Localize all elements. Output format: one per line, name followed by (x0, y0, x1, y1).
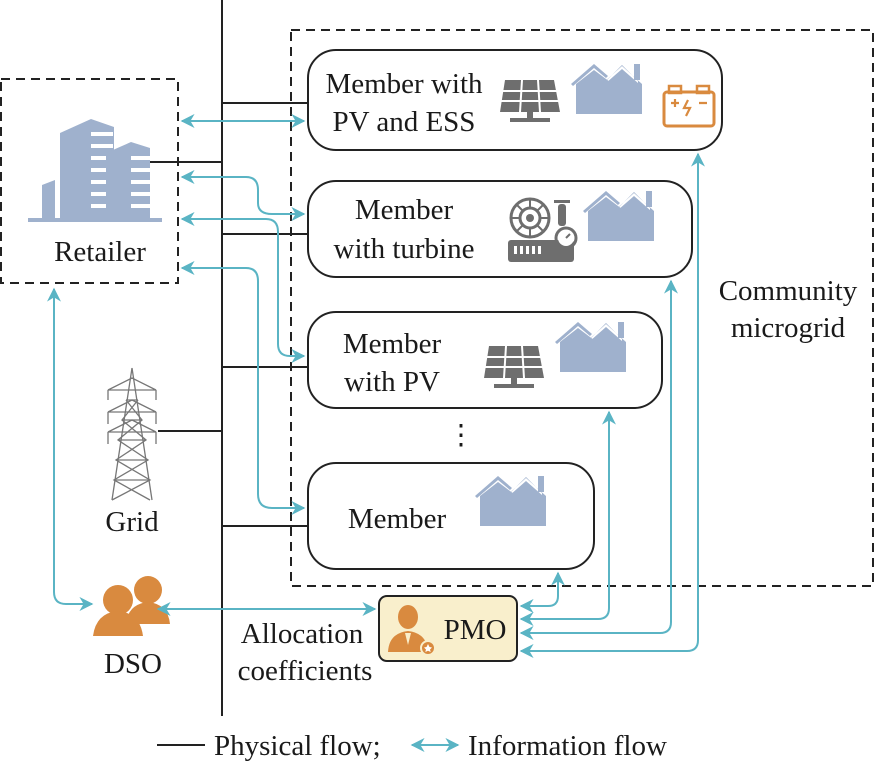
office-building-icon (28, 119, 162, 222)
legend-physical-label: Physical flow; (214, 730, 381, 762)
retailer-boundary (0, 78, 179, 284)
member-label-line1: Member (348, 503, 447, 535)
allocation-label-line1: Allocation (241, 618, 364, 650)
member-label-line2: with PV (344, 366, 440, 398)
member-label-line2: PV and ESS (333, 106, 476, 138)
pmo-member1-info-flow (519, 152, 705, 658)
pmo-label: PMO (444, 614, 507, 646)
more-members-ellipsis: ⋮ (447, 420, 475, 451)
pmo-node: PMO (378, 595, 518, 662)
retailer-dso-info-flow (47, 287, 94, 611)
allocation-label-line2: coefficients (238, 655, 373, 687)
solar-panel-icon (500, 79, 560, 122)
legend: Physical flow; Information flow (157, 730, 667, 762)
member-label-line1: Member (343, 328, 442, 360)
manager-person-icon (388, 605, 436, 656)
operators-headset-icon (93, 572, 170, 636)
pmo-member4-info-flow (519, 571, 565, 613)
member-label-line1: Member (355, 194, 454, 226)
retailer-member2-info-flow (180, 170, 306, 221)
retailer-label: Retailer (54, 236, 146, 268)
member-basic: Member (307, 462, 595, 570)
member-label-line1: Member with (325, 68, 483, 100)
member-turbine: Member with turbine (307, 180, 693, 278)
community-label-line1: Community (719, 275, 858, 307)
community-label-line2: microgrid (731, 312, 846, 344)
member-pv-ess: Member with PV and ESS (307, 49, 723, 151)
retailer-member4-info-flow (180, 261, 306, 515)
legend-information-label: Information flow (468, 730, 667, 762)
retailer-member3-info-flow (180, 212, 306, 363)
transmission-tower-icon (107, 367, 157, 501)
dso-label: DSO (104, 648, 162, 680)
member-pv: Member with PV (307, 311, 663, 409)
member-label-line2: with turbine (334, 233, 475, 265)
battery-icon (662, 84, 716, 128)
grid-label: Grid (105, 506, 159, 538)
